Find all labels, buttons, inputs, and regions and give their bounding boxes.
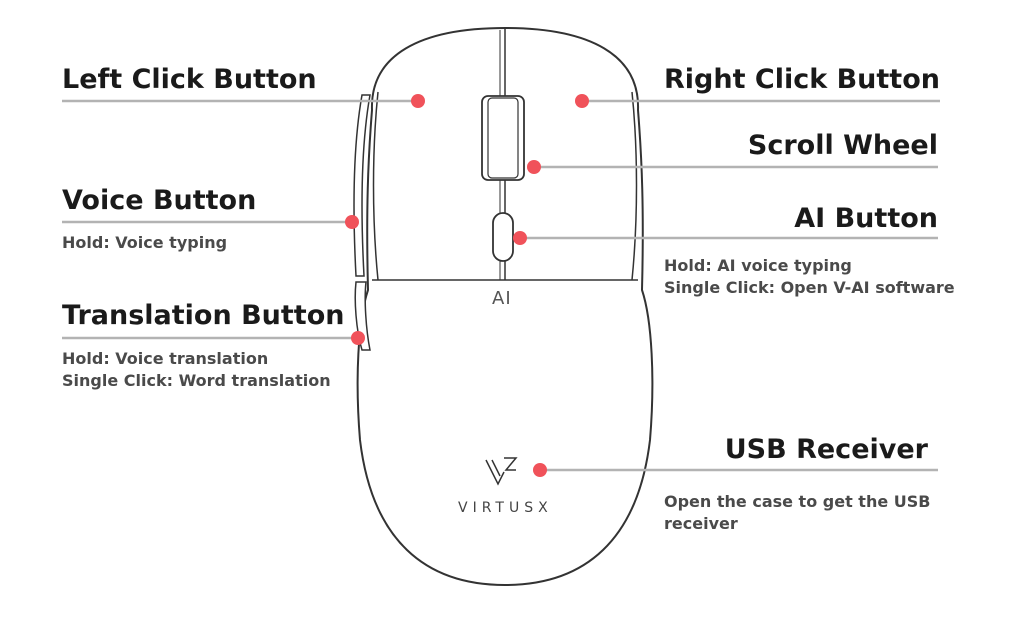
ai-button[interactable] [492, 212, 514, 262]
left-shell-edge [372, 91, 379, 281]
right-shell-edge [631, 91, 638, 281]
mouse-ai-label: AI [492, 288, 512, 309]
right-click-title: Right Click Button [664, 64, 940, 95]
dot-left-click [411, 94, 425, 108]
ai-button-title: AI Button [794, 203, 938, 234]
usb-receiver-desc-line: Open the case to get the USB [664, 492, 931, 511]
voice-button-title: Voice Button [62, 185, 257, 216]
dot-scroll-wheel [527, 160, 541, 174]
ai-button-desc: Hold: AI voice typing Single Click: Open… [664, 255, 955, 299]
dot-right-click [575, 94, 589, 108]
brand-name: VIRTUSX [458, 500, 553, 516]
usb-receiver-desc-line: receiver [664, 514, 738, 533]
translation-button-desc-line: Single Click: Word translation [62, 371, 331, 390]
virtusx-logo-icon [485, 457, 518, 486]
translation-button-desc: Hold: Voice translation Single Click: Wo… [62, 348, 331, 392]
left-click-title: Left Click Button [62, 64, 317, 95]
ai-button-desc-line: Hold: AI voice typing [664, 256, 852, 275]
dot-voice [345, 215, 359, 229]
voice-side-button[interactable] [353, 94, 371, 277]
scroll-wheel[interactable] [481, 95, 525, 181]
dot-ai [513, 231, 527, 245]
voice-button-desc: Hold: Voice typing [62, 232, 227, 254]
dot-usb [533, 463, 547, 477]
voice-button-desc-line: Hold: Voice typing [62, 233, 228, 252]
translation-button-title: Translation Button [62, 300, 345, 331]
dot-translation [351, 331, 365, 345]
usb-receiver-title: USB Receiver [724, 434, 928, 465]
ai-button-desc-line: Single Click: Open V-AI software [664, 278, 955, 297]
usb-receiver-desc: Open the case to get the USB receiver [664, 491, 930, 535]
scroll-wheel-title: Scroll Wheel [747, 130, 938, 161]
translation-button-desc-line: Hold: Voice translation [62, 349, 269, 368]
scroll-wheel-inner [487, 97, 519, 179]
